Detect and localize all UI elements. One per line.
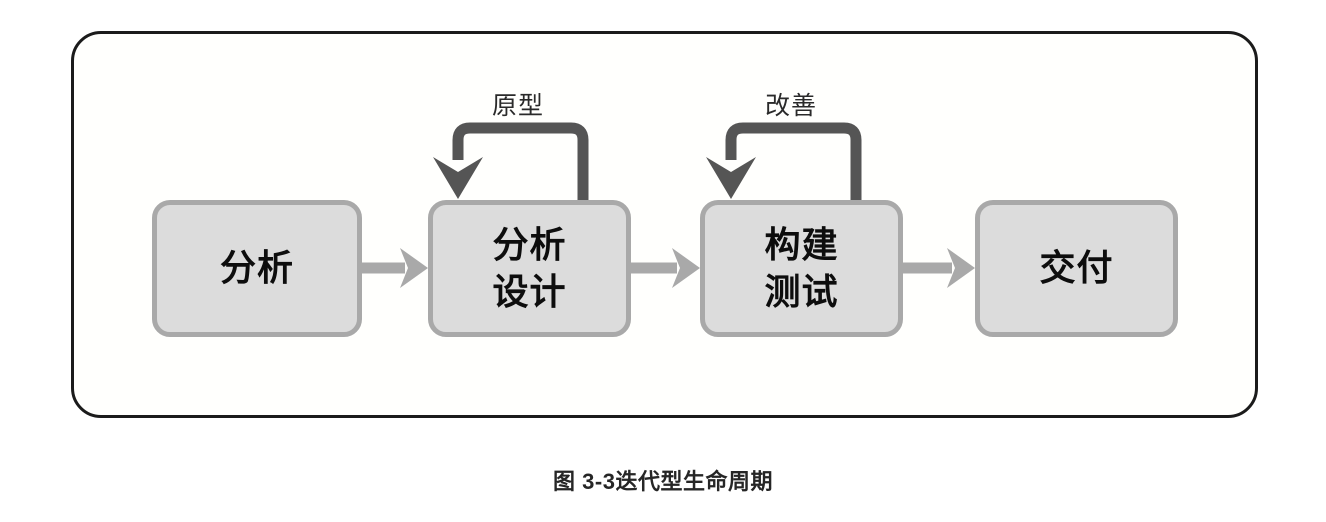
- process-box-build-test[interactable]: 构建 测试: [700, 200, 903, 337]
- process-box-analysis[interactable]: 分析: [152, 200, 362, 337]
- process-box-analysis-line-1: 分析: [219, 247, 294, 289]
- loop-label-prototype: 原型: [492, 92, 545, 120]
- figure-caption: 图 3-3迭代型生命周期: [553, 469, 773, 494]
- process-box-analysis-design-line-2: 设计: [492, 270, 567, 312]
- process-box-deliver[interactable]: 交付: [975, 200, 1178, 337]
- process-box-analysis-design-line-1: 分析: [492, 224, 567, 266]
- process-box-build-test-line-1: 构建: [764, 224, 839, 266]
- process-box-deliver-line-1: 交付: [1039, 247, 1114, 289]
- loop-label-improve: 改善: [765, 92, 818, 120]
- process-box-analysis-design[interactable]: 分析 设计: [428, 200, 631, 337]
- process-box-build-test-line-2: 测试: [764, 270, 839, 312]
